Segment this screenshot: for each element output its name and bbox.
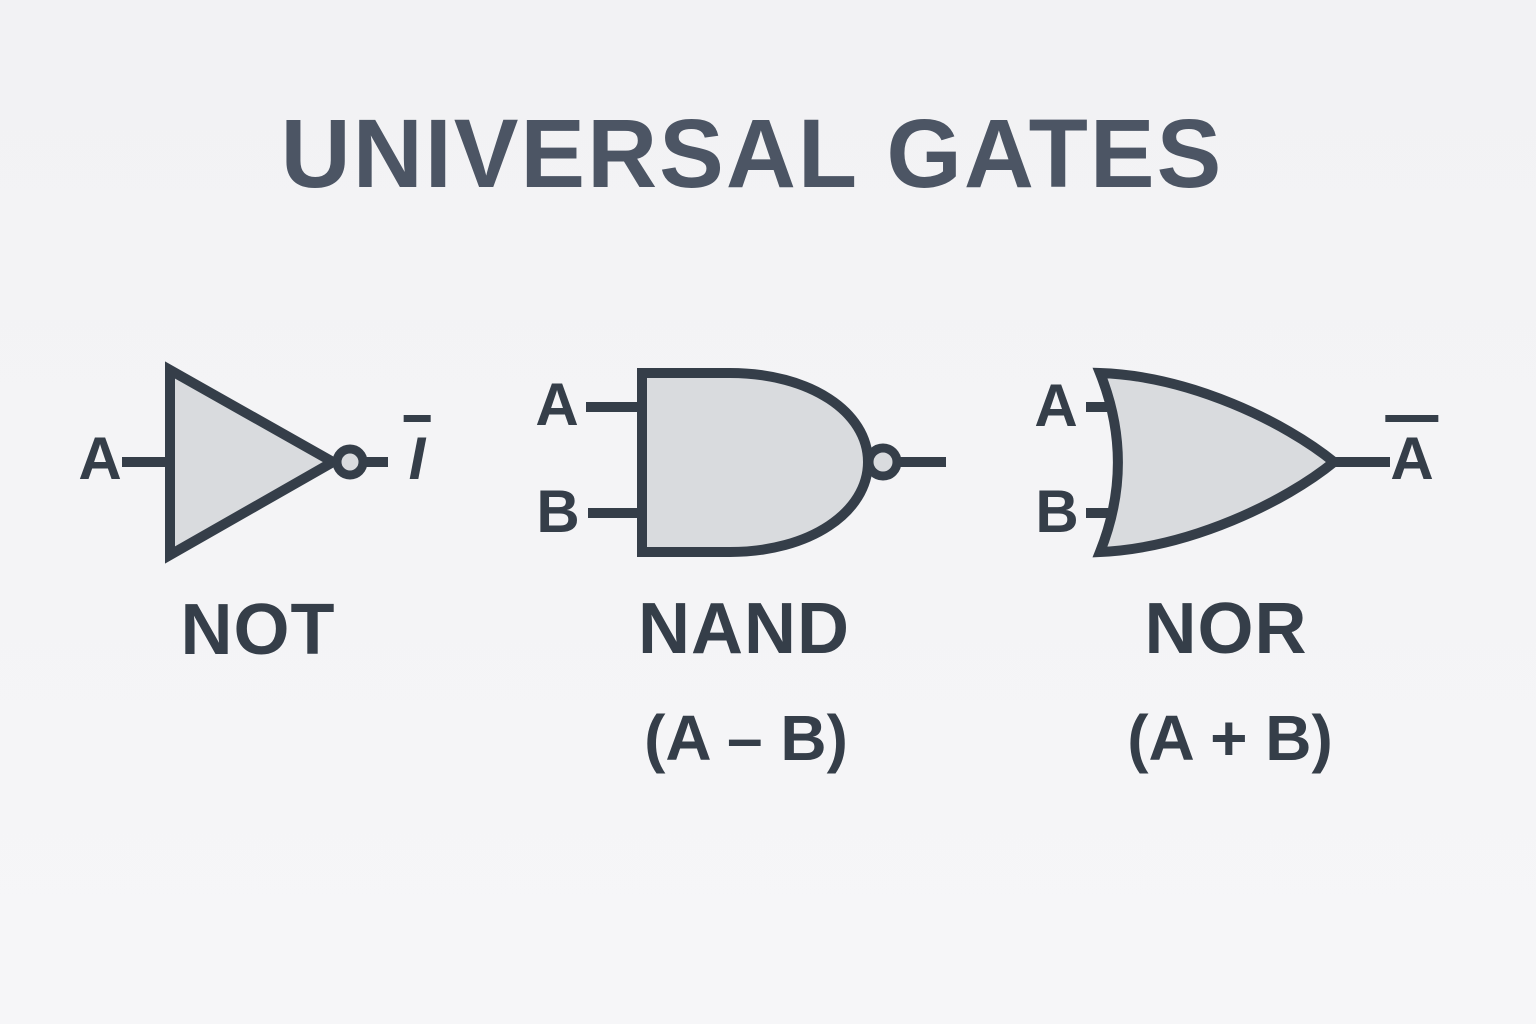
- not-output-label: I: [403, 415, 431, 489]
- not-inverter-bubble-icon: [332, 444, 368, 480]
- nor-output-overbar-text: A: [1385, 415, 1439, 489]
- nand-gate-body: [637, 368, 874, 557]
- not-input-label-a: A: [78, 425, 122, 492]
- not-gate-symbol: [122, 361, 388, 564]
- nor-input-label-b: B: [1035, 478, 1079, 545]
- nor-input-label-a: A: [1034, 372, 1078, 439]
- nand-input-label-b: B: [536, 478, 580, 545]
- not-output-overbar-text: I: [403, 415, 431, 489]
- not-gate-triangle: [165, 361, 344, 564]
- nand-inverter-bubble-icon: [864, 443, 902, 481]
- nand-formula: (A – B): [644, 702, 848, 774]
- page-title: UNIVERSAL GATES: [280, 99, 1224, 208]
- nand-gate-symbol: [586, 368, 946, 557]
- nor-gate-body: [1092, 367, 1342, 558]
- nor-gate-symbol: [1086, 367, 1390, 558]
- nand-gate-name: NAND: [638, 589, 850, 669]
- not-gate-name: NOT: [180, 590, 336, 670]
- nor-formula: (A + B): [1127, 702, 1333, 774]
- nand-input-label-a: A: [535, 371, 579, 438]
- nor-output-label: A: [1385, 415, 1439, 489]
- nor-gate-name: NOR: [1144, 589, 1308, 669]
